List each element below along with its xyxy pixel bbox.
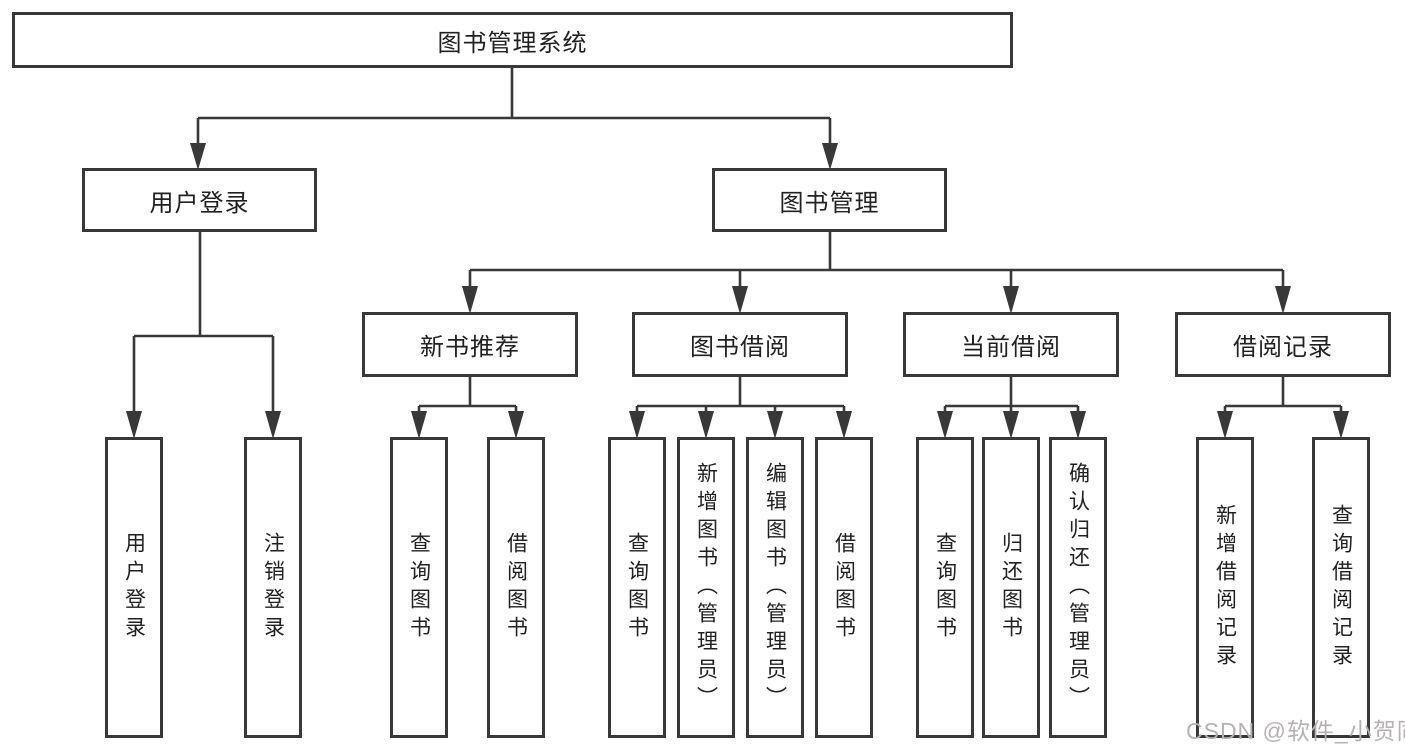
leaf-bb-borrow-book: 借阅图书: [815, 437, 873, 738]
leaf-user-login-label: 用户登录: [122, 531, 146, 644]
csdn-watermark: CSDN @软件_小贺同学: [1186, 718, 1405, 744]
node-user-login-label: 用户登录: [149, 189, 250, 217]
leaf-logout: 注销登录: [244, 437, 302, 738]
leaf-bb-edit-book-label: 编辑图书（管理员）: [763, 461, 787, 714]
leaf-nb-query-book: 查询图书: [390, 437, 448, 738]
leaf-bb-add-book-label: 新增图书（管理员）: [694, 461, 718, 714]
node-current-borrow-label: 当前借阅: [961, 334, 1061, 361]
node-user-login: 用户登录: [82, 168, 317, 232]
leaf-br-query-record: 查询借阅记录: [1312, 437, 1370, 738]
node-new-book-recommend: 新书推荐: [362, 312, 578, 377]
node-book-management: 图书管理: [712, 168, 947, 232]
node-new-book-recommend-label: 新书推荐: [420, 334, 520, 361]
leaf-cb-return-book: 归还图书: [982, 437, 1040, 738]
leaf-bb-edit-book: 编辑图书（管理员）: [746, 437, 804, 738]
leaf-nb-borrow-book: 借阅图书: [487, 437, 545, 738]
leaf-cb-return-book-label: 归还图书: [999, 531, 1023, 644]
leaf-cb-query-book: 查询图书: [916, 437, 974, 738]
node-book-borrow: 图书借阅: [632, 312, 848, 377]
leaf-bb-add-book: 新增图书（管理员）: [677, 437, 735, 738]
leaf-nb-borrow-book-label: 借阅图书: [504, 531, 528, 644]
leaf-bb-borrow-book-label: 借阅图书: [832, 531, 856, 644]
leaf-br-add-record-label: 新增借阅记录: [1213, 503, 1237, 672]
leaf-br-add-record: 新增借阅记录: [1196, 437, 1254, 738]
leaf-bb-query-book: 查询图书: [608, 437, 666, 738]
node-book-borrow-label: 图书借阅: [690, 334, 790, 361]
leaf-bb-query-book-label: 查询图书: [625, 531, 649, 644]
leaf-cb-query-book-label: 查询图书: [933, 531, 957, 644]
node-root-label: 图书管理系统: [437, 29, 588, 57]
node-current-borrow: 当前借阅: [903, 312, 1119, 377]
leaf-cb-confirm-return-label: 确认归还（管理员）: [1066, 461, 1090, 714]
leaf-user-login: 用户登录: [105, 437, 163, 738]
leaf-logout-label: 注销登录: [261, 531, 285, 644]
node-book-management-label: 图书管理: [779, 189, 880, 217]
leaf-br-query-record-label: 查询借阅记录: [1329, 503, 1353, 672]
leaf-cb-confirm-return: 确认归还（管理员）: [1049, 437, 1107, 738]
node-borrow-records: 借阅记录: [1175, 312, 1391, 377]
leaf-nb-query-book-label: 查询图书: [407, 531, 431, 644]
node-root: 图书管理系统: [12, 12, 1013, 68]
node-borrow-records-label: 借阅记录: [1233, 334, 1333, 361]
